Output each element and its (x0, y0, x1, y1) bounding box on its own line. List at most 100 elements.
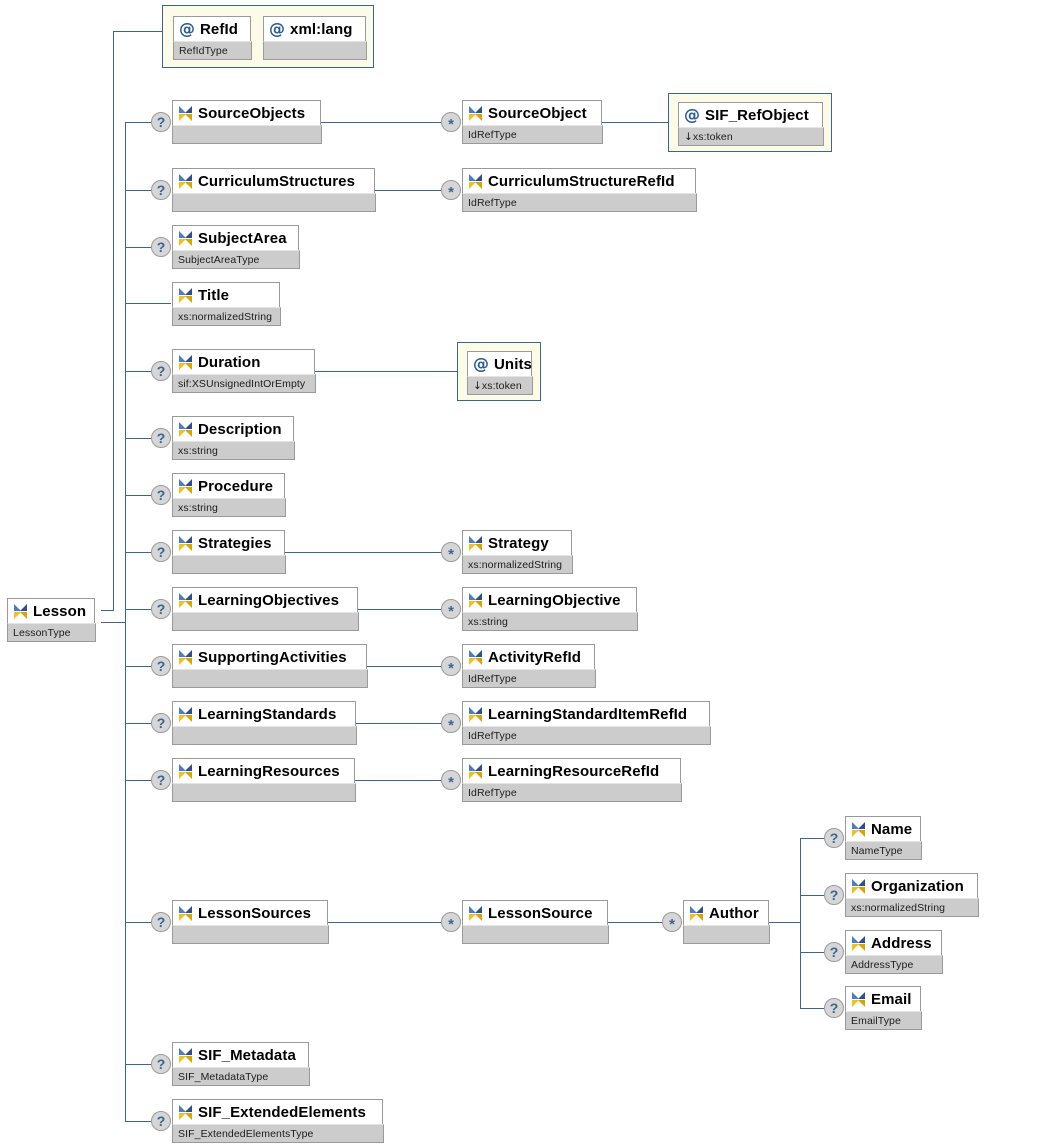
node-type: IdRefType (462, 783, 682, 802)
node-label: Organization (871, 877, 964, 895)
attribute-group-container: @ RefId RefIdType @ xml:lang (162, 5, 374, 68)
connector (358, 609, 441, 610)
node-xml-lang[interactable]: @ xml:lang (263, 16, 367, 60)
connector (355, 780, 441, 781)
connector (101, 610, 114, 611)
node-sif-metadata[interactable]: SIF_Metadata SIF_MetadataType (172, 1042, 310, 1086)
element-diamond-icon (178, 706, 193, 722)
optional-question-marker: ? (824, 942, 844, 962)
connector (321, 122, 441, 123)
repeating-asterisk-marker: * (441, 656, 461, 676)
element-diamond-icon (851, 821, 866, 837)
node-type-label: IdRefType (468, 672, 517, 685)
element-diamond-icon (468, 173, 483, 189)
node-procedure[interactable]: Procedure xs:string (172, 473, 286, 517)
node-type-label: IdRefType (468, 786, 517, 799)
node-learning-resource-refid[interactable]: LearningResourceRefId IdRefType (462, 758, 682, 802)
node-type-label: IdRefType (468, 729, 517, 742)
node-label: SIF_RefObject (705, 106, 809, 124)
node-subject-area[interactable]: SubjectArea SubjectAreaType (172, 225, 300, 269)
node-label: SupportingActivities (198, 648, 347, 666)
node-learning-standard-item-refid[interactable]: LearningStandardItemRefId IdRefType (462, 701, 711, 745)
node-label: SIF_ExtendedElements (198, 1103, 366, 1121)
element-diamond-icon (178, 1047, 193, 1063)
node-duration[interactable]: Duration sif:XSUnsignedIntOrEmpty (172, 349, 316, 393)
node-label: SubjectArea (198, 229, 287, 247)
node-source-objects[interactable]: SourceObjects (172, 100, 322, 144)
node-label: Author (709, 904, 759, 922)
node-strategies[interactable]: Strategies (172, 530, 286, 574)
node-source-object[interactable]: SourceObject IdRefType (462, 100, 603, 144)
node-lesson-source[interactable]: LessonSource (462, 900, 609, 944)
element-diamond-icon (178, 1104, 193, 1120)
node-title: @ xml:lang (263, 16, 366, 41)
element-diamond-icon (178, 478, 193, 494)
node-learning-resources[interactable]: LearningResources (172, 758, 356, 802)
connector (800, 838, 801, 1009)
node-type-label: RefIdType (179, 44, 228, 57)
node-title: Lesson (7, 598, 95, 623)
connector (800, 895, 824, 896)
node-sif-extended-elements[interactable]: SIF_ExtendedElements SIF_ExtendedElement… (172, 1099, 384, 1143)
node-refid[interactable]: @ RefId RefIdType (173, 16, 252, 60)
node-title: ActivityRefId (462, 644, 595, 669)
node-type: AddressType (845, 955, 943, 974)
connector (125, 1121, 151, 1122)
node-type-label: xs:token (481, 379, 522, 392)
node-title-element[interactable]: Title xs:normalizedString (172, 282, 281, 326)
repeating-asterisk-marker: * (441, 180, 461, 200)
node-type-label: IdRefType (468, 128, 517, 141)
node-label: LearningResourceRefId (488, 762, 660, 780)
node-description[interactable]: Description xs:string (172, 416, 295, 460)
connector (608, 922, 662, 923)
node-activity-refid[interactable]: ActivityRefId IdRefType (462, 644, 596, 688)
node-type (683, 925, 770, 944)
node-title: Strategies (172, 530, 285, 555)
node-type: IdRefType (462, 125, 603, 144)
node-lesson[interactable]: Lesson LessonType (7, 598, 96, 642)
node-label: SourceObject (488, 104, 587, 122)
node-author[interactable]: Author (683, 900, 770, 944)
node-strategy[interactable]: Strategy xs:normalizedString (462, 530, 573, 574)
node-organization[interactable]: Organization xs:normalizedString (845, 873, 979, 917)
element-diamond-icon (178, 105, 193, 121)
node-name[interactable]: Name NameType (845, 816, 922, 860)
optional-question-marker: ? (151, 1054, 171, 1074)
element-diamond-icon (178, 592, 193, 608)
node-type: sif:XSUnsignedIntOrEmpty (172, 374, 316, 393)
element-diamond-icon (178, 763, 193, 779)
node-email[interactable]: Email EmailType (845, 986, 922, 1030)
element-diamond-icon (178, 421, 193, 437)
node-type: xs:string (172, 441, 295, 460)
node-learning-objectives[interactable]: LearningObjectives (172, 587, 359, 631)
node-sif-refobject[interactable]: @ SIF_RefObject ↓xs:token (678, 102, 824, 146)
node-address[interactable]: Address AddressType (845, 930, 943, 974)
element-diamond-icon (178, 905, 193, 921)
node-units[interactable]: @ Units ↓xs:token (467, 351, 533, 395)
node-lesson-sources[interactable]: LessonSources (172, 900, 329, 944)
element-diamond-icon (468, 706, 483, 722)
element-diamond-icon (178, 287, 193, 303)
node-label: Description (198, 420, 282, 438)
repeating-asterisk-marker: * (662, 912, 682, 932)
element-diamond-icon (178, 354, 193, 370)
node-supporting-activities[interactable]: SupportingActivities (172, 644, 368, 688)
node-type-label: xs:normalizedString (178, 310, 273, 323)
node-curriculum-structures[interactable]: CurriculumStructures (172, 168, 376, 212)
connector (356, 723, 441, 724)
node-title: Duration (172, 349, 315, 374)
optional-question-marker: ? (824, 828, 844, 848)
node-curriculum-structure-refid[interactable]: CurriculumStructureRefId IdRefType (462, 168, 697, 212)
node-learning-objective[interactable]: LearningObjective xs:string (462, 587, 638, 631)
connector (125, 780, 151, 781)
node-type: ↓xs:token (678, 127, 824, 146)
node-type-label: xs:string (468, 615, 508, 628)
repeating-asterisk-marker: * (441, 713, 461, 733)
node-type (172, 612, 359, 631)
node-learning-standards[interactable]: LearningStandards (172, 701, 357, 745)
node-type-label: xs:normalizedString (851, 901, 946, 914)
node-label: LessonSource (488, 904, 593, 922)
node-title: LessonSources (172, 900, 328, 925)
node-label: CurriculumStructures (198, 172, 356, 190)
element-diamond-icon (178, 535, 193, 551)
